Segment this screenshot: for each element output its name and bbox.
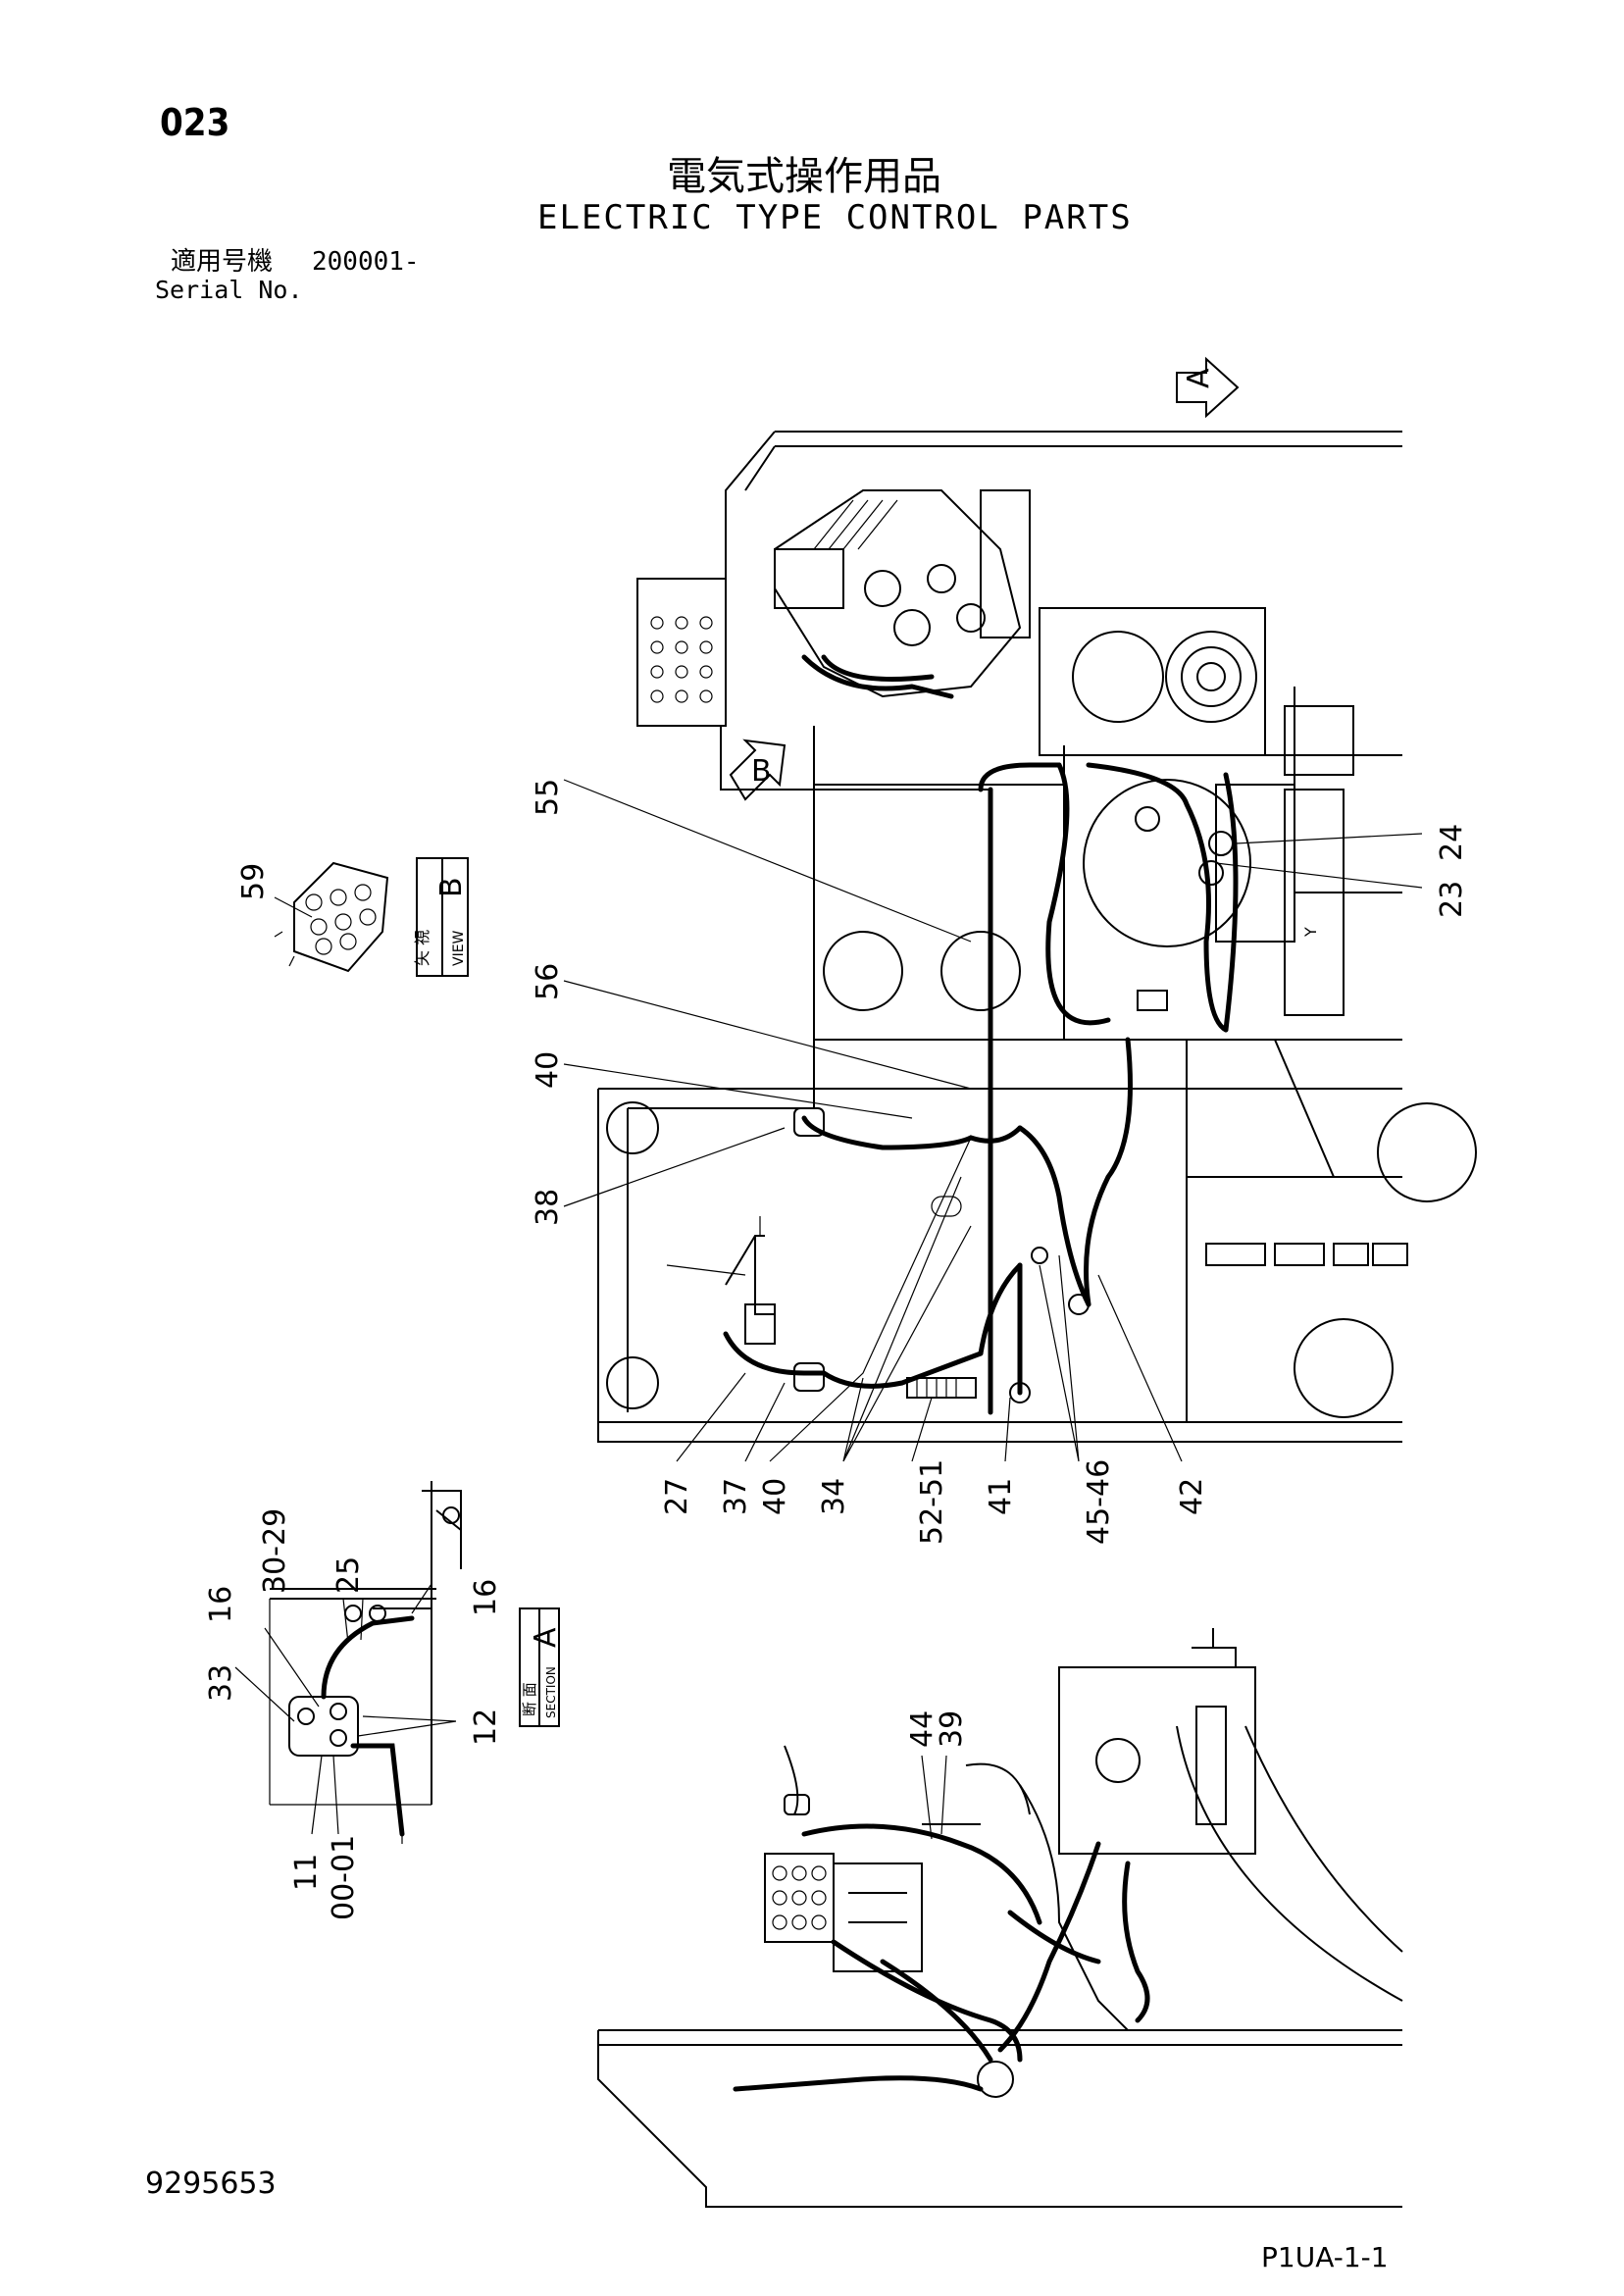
lower-valve-ports: [772, 1865, 827, 1930]
view-b-inset: [274, 861, 389, 973]
main-frame-view: [597, 431, 1477, 1443]
solenoid-valve-assembly: [774, 489, 1031, 698]
swing-motor-block: [1039, 607, 1266, 756]
callout-40-lower: 40: [758, 1478, 792, 1515]
callout-23: 23: [1435, 881, 1469, 918]
view-arrow-a-letter: A: [1182, 368, 1216, 388]
serial-label-english: Serial No.: [155, 276, 303, 304]
callout-00-01: 00-01: [327, 1835, 361, 1920]
section-a-label-en: SECTION: [544, 1666, 558, 1718]
callout-25: 25: [331, 1556, 366, 1594]
callout-33: 33: [204, 1664, 238, 1702]
callout-37: 37: [719, 1478, 753, 1515]
marker-y: Y: [1301, 927, 1320, 938]
callout-38: 38: [531, 1189, 565, 1226]
wire-harness: [723, 654, 1239, 1415]
callout-41: 41: [984, 1478, 1018, 1515]
section-a-inset: [269, 1481, 462, 1844]
callout-16-left: 16: [204, 1586, 238, 1623]
callout-16-right: 16: [469, 1579, 503, 1616]
serial-label-japanese: 適用号機: [171, 247, 274, 277]
callout-45-46: 45-46: [1082, 1459, 1116, 1545]
page-title-english: ELECTRIC TYPE CONTROL PARTS: [537, 198, 1133, 237]
view-arrow-b-letter: B: [751, 754, 772, 789]
callout-44: 44: [905, 1710, 939, 1748]
callout-59: 59: [236, 863, 271, 900]
view-arrow-b: [729, 739, 787, 801]
valve-port-grid: [650, 616, 713, 703]
callout-11: 11: [289, 1854, 324, 1891]
callout-56: 56: [531, 963, 565, 1000]
callout-55: 55: [531, 779, 565, 816]
callout-24: 24: [1435, 824, 1469, 861]
callout-42: 42: [1175, 1478, 1209, 1515]
page-reference: P1UA-1-1: [1261, 2241, 1389, 2273]
callout-30-29: 30-29: [258, 1508, 292, 1594]
callout-12: 12: [469, 1709, 503, 1746]
callout-34: 34: [817, 1478, 851, 1515]
view-b-label-en: VIEW: [451, 930, 467, 966]
callout-52-51: 52-51: [915, 1459, 949, 1545]
view-arrow-a: [1176, 356, 1240, 419]
page-number: 023: [160, 101, 230, 144]
serial-number-range: 200001-: [312, 247, 420, 277]
callout-40-upper: 40: [531, 1051, 565, 1089]
callout-39: 39: [935, 1710, 969, 1748]
lower-assembly-view: [597, 1628, 1403, 2208]
document-number: 9295653: [145, 2167, 277, 2201]
callout-leader-lines: [234, 779, 1423, 1840]
view-b-label-jp: 矢 視: [413, 930, 431, 966]
section-a-label-jp: 断 面: [521, 1682, 538, 1716]
view-b-letter: B: [434, 877, 469, 897]
page-title-japanese: 電気式操作用品: [667, 154, 941, 199]
callout-27: 27: [660, 1478, 694, 1515]
section-a-letter: A: [529, 1627, 563, 1648]
